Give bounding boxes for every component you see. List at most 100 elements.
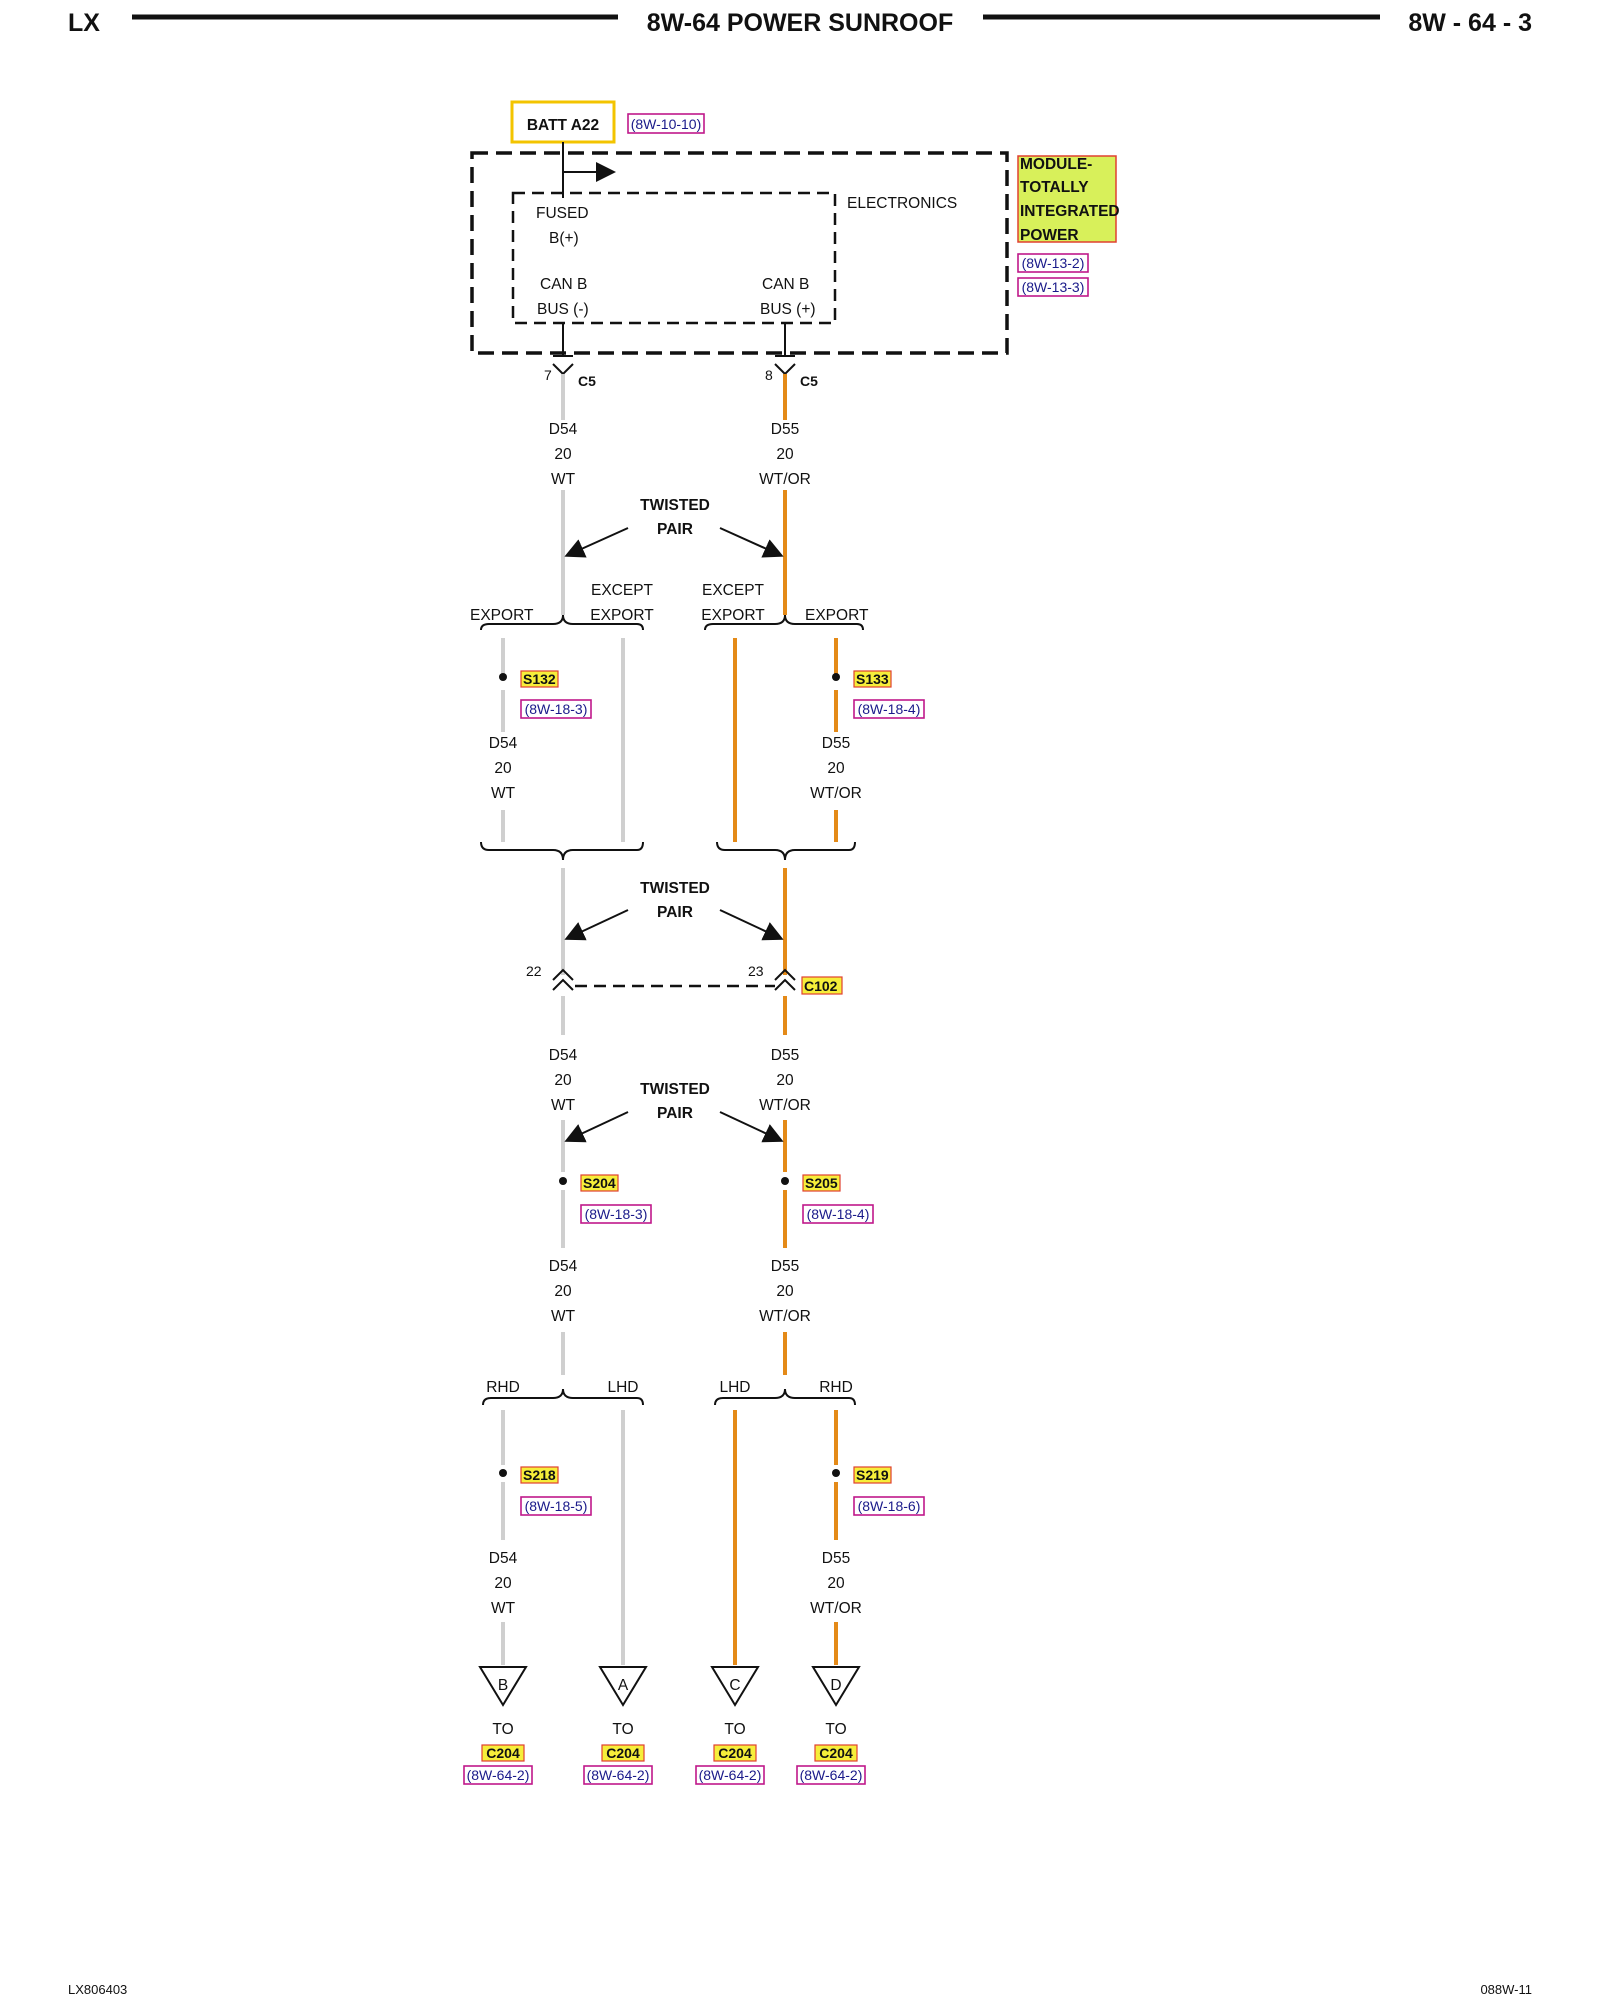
twisted-pair-2: TWISTED PAIR [564,880,784,941]
c102-left-pin-icon [552,968,574,981]
wire-label-gauge: 20 [554,446,572,463]
arrow-icon [564,909,629,941]
battery-ref[interactable]: (8W-10-10) [631,116,702,132]
option-lhd-label: LHD [607,1379,638,1396]
destination-connector-box [713,1744,757,1762]
splice-ref-box [853,1496,925,1516]
destination-connector[interactable]: C204 [819,1745,853,1761]
destination-connector[interactable]: C204 [606,1745,640,1761]
splice-s132: S132 (8W-18-3) [499,670,592,719]
off-page-triangle-icon [710,1666,760,1707]
splice-ref[interactable]: (8W-18-5) [525,1498,588,1514]
c102-right-pin: 23 [748,963,764,979]
connector-c5: 7 C5 8 C5 [544,363,818,389]
c5-right-pin-icon [774,363,796,376]
destination-ref[interactable]: (8W-64-2) [699,1767,762,1783]
destination-letter: B [498,1677,508,1694]
wire-label-gauge: 20 [494,760,512,777]
splice-dot-icon [781,1177,789,1185]
destination-to: TO [724,1721,745,1738]
option-export-label: EXPORT [805,607,869,624]
c102-name[interactable]: C102 [804,978,838,994]
destination-letter: C [729,1677,740,1694]
splice-dot-icon [559,1177,567,1185]
module-name-line-4: POWER [1020,227,1079,244]
destination-ref[interactable]: (8W-64-2) [467,1767,530,1783]
splice-ref-box [520,699,592,719]
wire-label-circuit: D54 [549,421,578,438]
splice-name[interactable]: S204 [583,1175,616,1191]
splice-name[interactable]: S219 [856,1467,889,1483]
destination-ref[interactable]: (8W-64-2) [800,1767,863,1783]
wire-label-circuit: D55 [822,1550,850,1567]
connector-c102: 22 23 C102 [526,963,843,995]
wire-label-gauge: 20 [827,760,845,777]
wire-label-color: WT [551,1097,576,1114]
c102-left-pin: 22 [526,963,542,979]
splice-name-box [853,670,892,688]
wire-label-gauge: 20 [776,446,794,463]
wire-label-color: WT/OR [759,1308,811,1325]
rejoin-brace-icon [480,841,644,861]
wire-label-gauge: 20 [776,1283,794,1300]
rhd-lhd-option-split: RHD LHD LHD RHD [482,1379,856,1406]
module-ref-2[interactable]: (8W-13-3) [1022,279,1085,295]
twisted-pair-label-2: PAIR [657,521,693,538]
wire-label-color: WT/OR [759,1097,811,1114]
destination-to: TO [492,1721,513,1738]
wire-label-circuit: D55 [822,735,850,752]
splice-ref-box [802,1204,874,1224]
splice-name[interactable]: S132 [523,671,556,687]
c102-right-pin-icon [774,968,796,981]
module-ref-1[interactable]: (8W-13-2) [1022,255,1085,271]
c5-left-pin: 7 [544,367,552,383]
splice-ref[interactable]: (8W-18-4) [858,701,921,717]
destination-connector[interactable]: C204 [486,1745,520,1761]
option-rhd-label: RHD [486,1379,520,1396]
off-page-triangle-icon [811,1666,861,1707]
destination-ref-box [463,1765,533,1785]
module-name-line-3: INTEGRATED [1020,203,1120,220]
fused-label-2: B(+) [549,230,579,247]
page-header: LX 8W-64 POWER SUNROOF 8W - 64 - 3 [68,9,1532,37]
battery-label: BATT A22 [527,117,599,134]
wire-segments [501,374,838,1665]
option-brace-icon [480,614,644,631]
splice-ref[interactable]: (8W-18-4) [807,1206,870,1222]
splice-s219: S219 (8W-18-6) [832,1466,925,1516]
wire-label-color: WT/OR [810,1600,862,1617]
destination-a: A TO C204 (8W-64-2) [583,1666,653,1785]
splice-s133: S133 (8W-18-4) [832,670,925,719]
battery-source: BATT A22 (8W-10-10) [510,100,705,198]
can-pos-label-1: CAN B [762,276,809,293]
electronics-outline [511,191,837,325]
destination-ref[interactable]: (8W-64-2) [587,1767,650,1783]
wire-label-gauge: 20 [494,1575,512,1592]
splice-ref[interactable]: (8W-18-3) [585,1206,648,1222]
wire-label-color: WT/OR [759,471,811,488]
splice-s204: S204 (8W-18-3) [559,1174,652,1224]
arrow-icon [564,527,629,558]
wire-label-color: WT [551,1308,576,1325]
splice-name[interactable]: S218 [523,1467,556,1483]
wire-label-color: WT [551,471,576,488]
module-name-line-2: TOTALLY [1020,179,1089,196]
export-option-split: EXPORT EXCEPT EXPORT EXCEPT EXPORT EXPOR… [470,582,869,861]
destination-connector[interactable]: C204 [718,1745,752,1761]
splice-s205: S205 (8W-18-4) [781,1174,874,1224]
module-ref-box-2 [1017,277,1089,297]
option-except-label-2: EXPORT [590,607,654,624]
arrow-icon [564,1111,629,1143]
splice-name[interactable]: S133 [856,671,889,687]
destination-to: TO [612,1721,633,1738]
module-ref-box-1 [1017,253,1089,273]
wire-label-gauge: 20 [554,1283,572,1300]
splice-ref[interactable]: (8W-18-6) [858,1498,921,1514]
battery-ref-box [627,113,705,134]
splice-name[interactable]: S205 [805,1175,838,1191]
option-lhd-label: LHD [719,1379,750,1396]
splice-ref[interactable]: (8W-18-3) [525,701,588,717]
splice-ref-box [520,1496,592,1516]
splice-name-box [853,1466,892,1484]
